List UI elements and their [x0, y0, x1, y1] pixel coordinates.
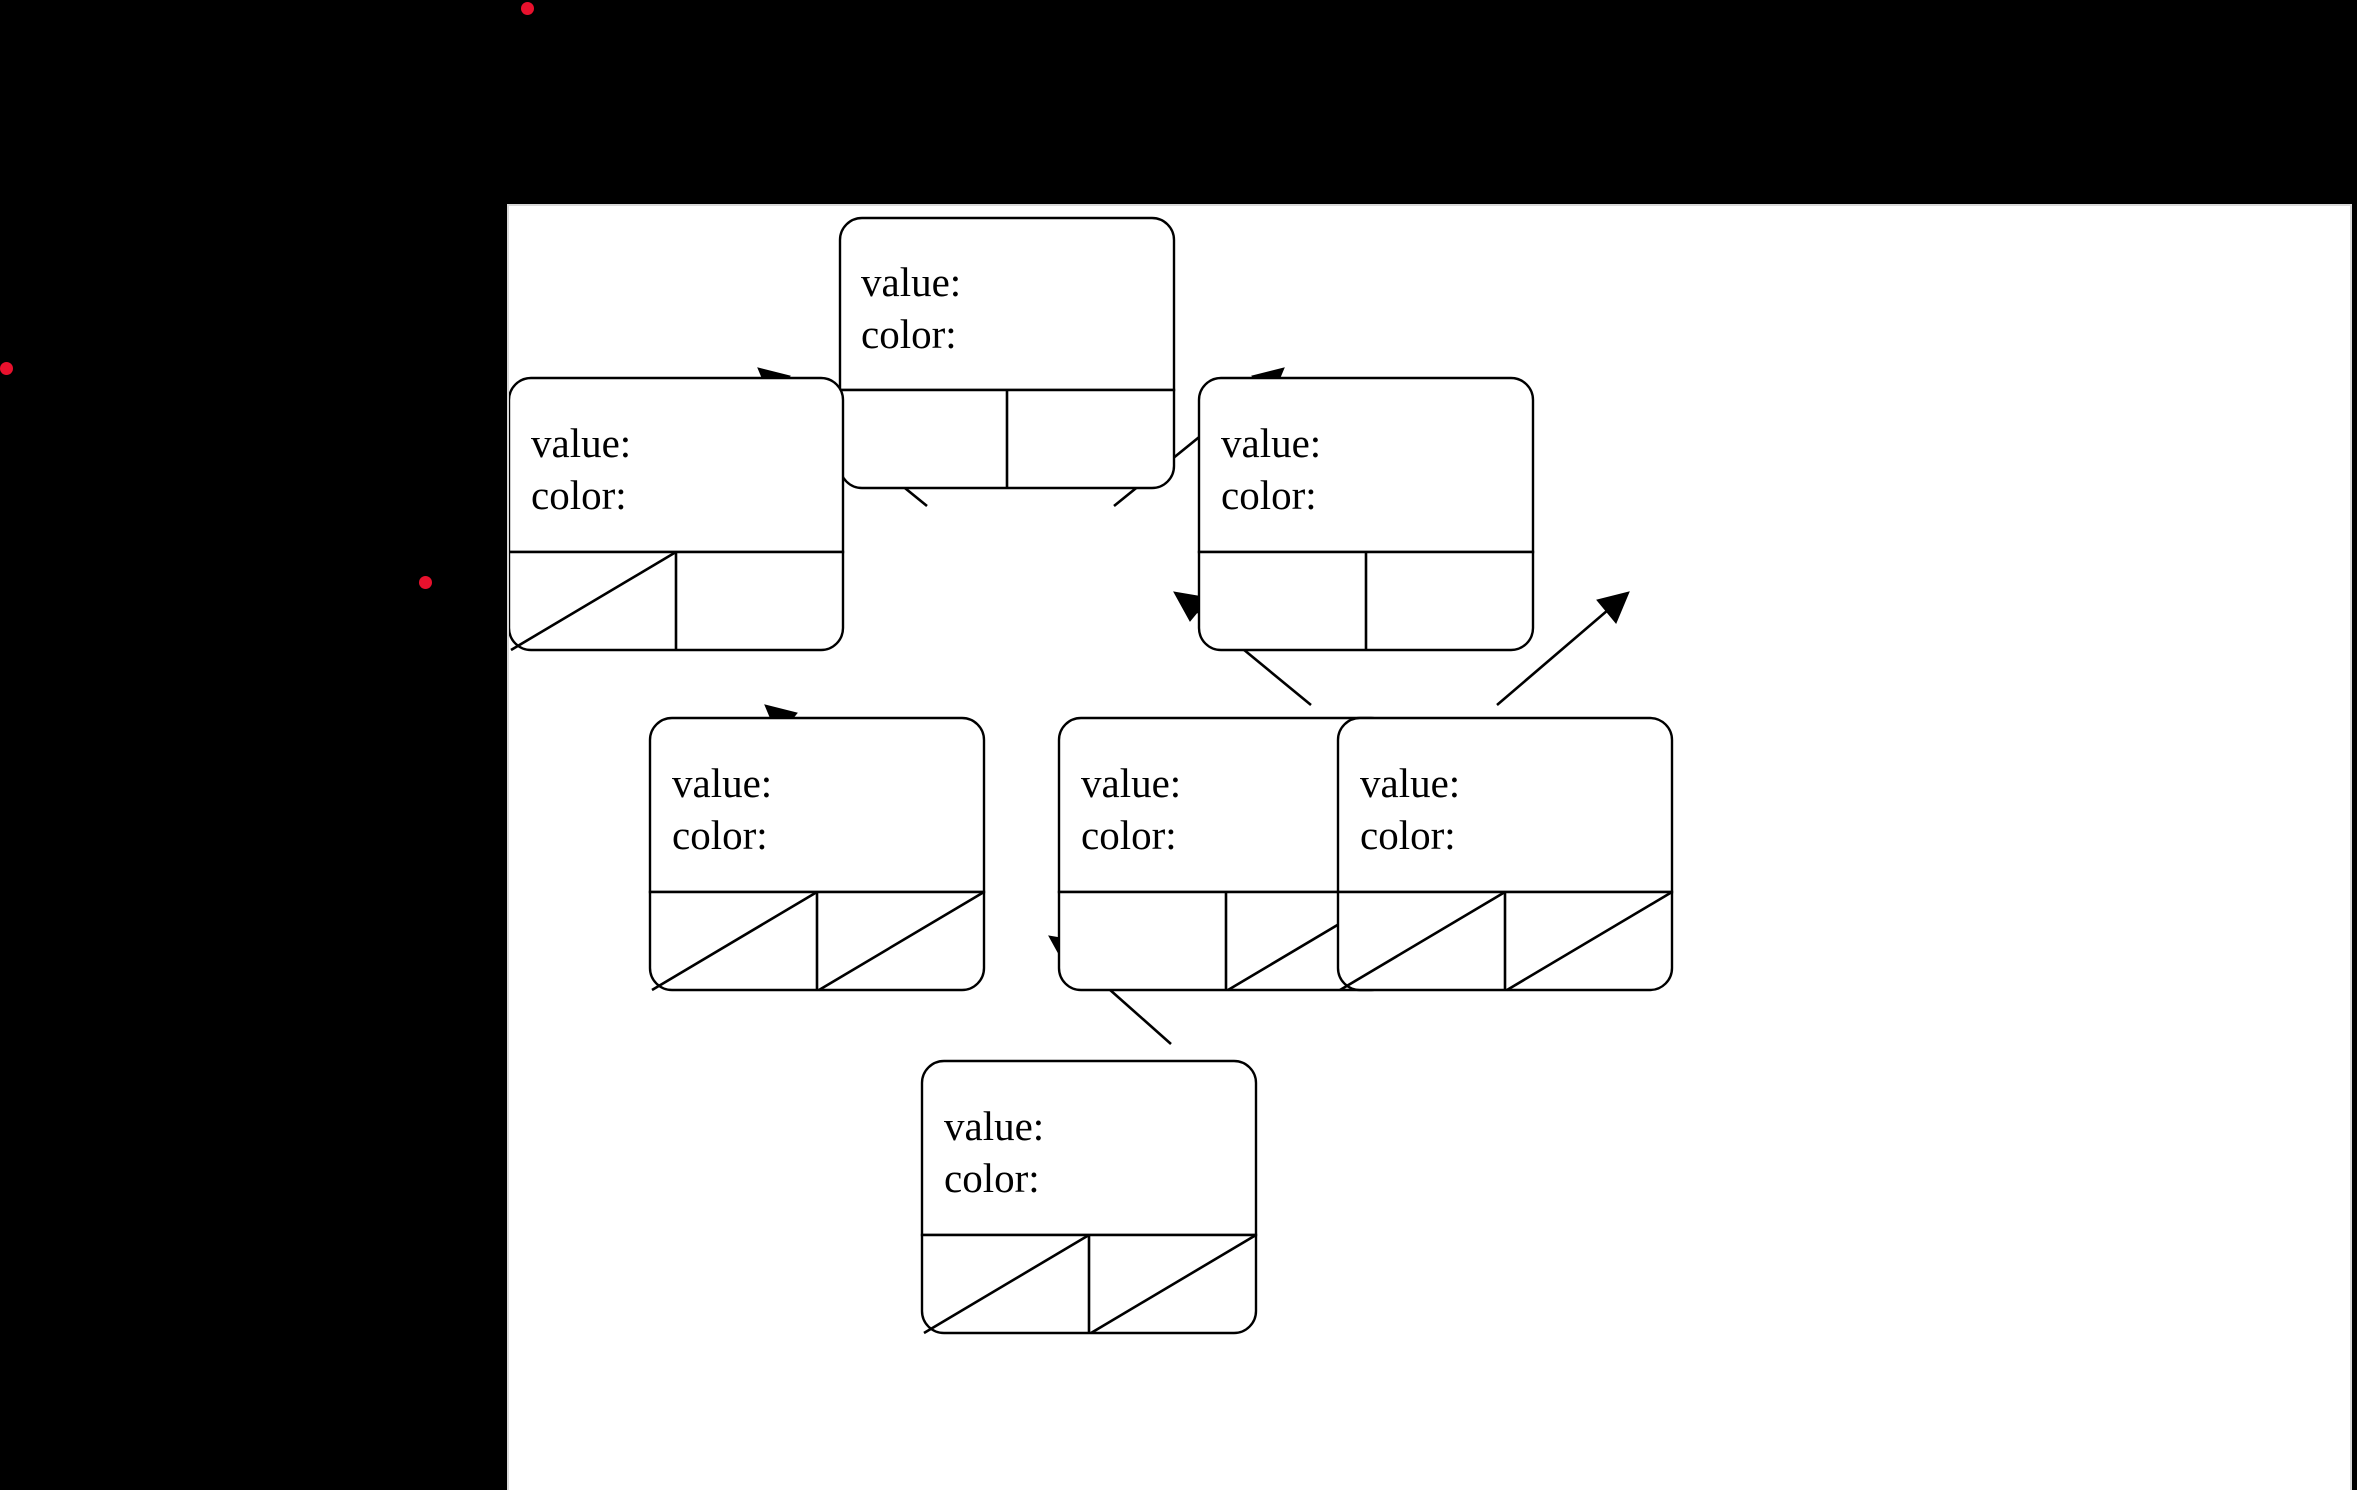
leaf-d-color-label: color: — [944, 1155, 1040, 1201]
leaf-a-value-label: value: — [672, 760, 772, 806]
leaf-a-color-label: color: — [672, 812, 768, 858]
leaf-c-color-label: color: — [1360, 812, 1456, 858]
left-child-value-label: value: — [531, 420, 631, 466]
root-color-label: color: — [861, 311, 957, 357]
right-child-node[interactable]: value: color: — [1197, 376, 1535, 652]
leaf-d-value-label: value: — [944, 1103, 1044, 1149]
left-child-node[interactable]: value: color: — [509, 376, 845, 652]
right-child-value-label: value: — [1221, 420, 1321, 466]
leaf-node-c[interactable]: value: color: — [1336, 716, 1674, 992]
red-dot-1 — [521, 2, 534, 15]
leaf-node-d[interactable]: value: color: — [920, 1059, 1258, 1335]
red-dot-2 — [0, 362, 13, 375]
left-child-color-label: color: — [531, 472, 627, 518]
leaf-node-a[interactable]: value: color: — [648, 716, 986, 992]
edge-right-child-right — [1496, 591, 1630, 706]
tree-diagram: value: color: value: color: value: color… — [509, 216, 1674, 1335]
root-value-label: value: — [861, 259, 961, 305]
right-child-color-label: color: — [1221, 472, 1317, 518]
root-node[interactable]: value: color: — [838, 216, 1176, 490]
inner-b-color-label: color: — [1081, 812, 1177, 858]
inner-b-value-label: value: — [1081, 760, 1181, 806]
red-dot-3 — [419, 576, 432, 589]
inner-node-b[interactable]: value: color: — [1057, 716, 1395, 992]
leaf-c-value-label: value: — [1360, 760, 1460, 806]
graph-canvas: value: color: value: color: value: color… — [507, 204, 2352, 1490]
